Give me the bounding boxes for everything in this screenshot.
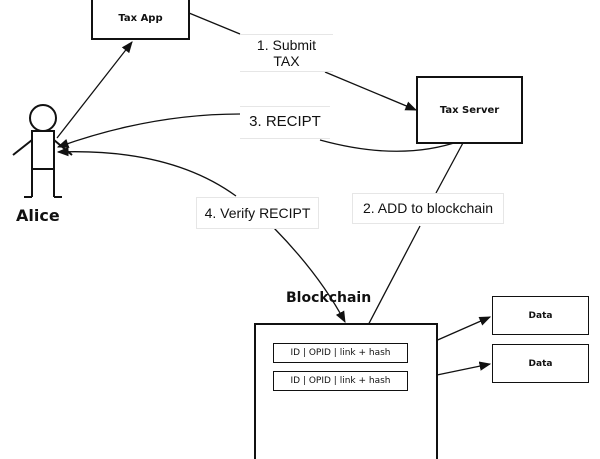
tax-server-box: Tax Server bbox=[416, 76, 523, 144]
block-row: ID | OPID | link + hash bbox=[273, 343, 408, 363]
step1-line2: TAX bbox=[273, 53, 300, 69]
arrow-taxserver-to-alice bbox=[58, 113, 461, 151]
tax-app-box: Tax App bbox=[91, 0, 190, 40]
step4-label: 4. Verify RECIPT bbox=[196, 197, 319, 229]
arrow-verify-to-blockchain bbox=[273, 227, 346, 324]
block-row: ID | OPID | link + hash bbox=[273, 371, 408, 391]
step1-label: 1. Submit TAX bbox=[240, 34, 333, 72]
data-box: Data bbox=[492, 296, 589, 335]
data-box: Data bbox=[492, 344, 589, 383]
alice-stick-figure-icon bbox=[12, 104, 73, 198]
actor-name: Alice bbox=[16, 206, 60, 225]
blockchain-title: Blockchain bbox=[286, 290, 372, 306]
block-row-label: ID | OPID | link + hash bbox=[290, 376, 391, 386]
arrow-alice-to-taxapp bbox=[56, 41, 133, 139]
arrow-verify-to-alice bbox=[56, 146, 237, 197]
step1-line1: 1. Submit bbox=[256, 37, 317, 53]
step3-label: 3. RECIPT bbox=[240, 106, 330, 139]
block-row-label: ID | OPID | link + hash bbox=[290, 348, 391, 358]
tax-app-label: Tax App bbox=[118, 12, 163, 24]
tax-server-label: Tax Server bbox=[439, 104, 500, 116]
data-box-label: Data bbox=[528, 358, 553, 369]
arrow-taxapp-to-taxserver bbox=[188, 12, 416, 110]
data-box-label: Data bbox=[528, 310, 553, 321]
step2-label: 2. ADD to blockchain bbox=[352, 193, 504, 224]
